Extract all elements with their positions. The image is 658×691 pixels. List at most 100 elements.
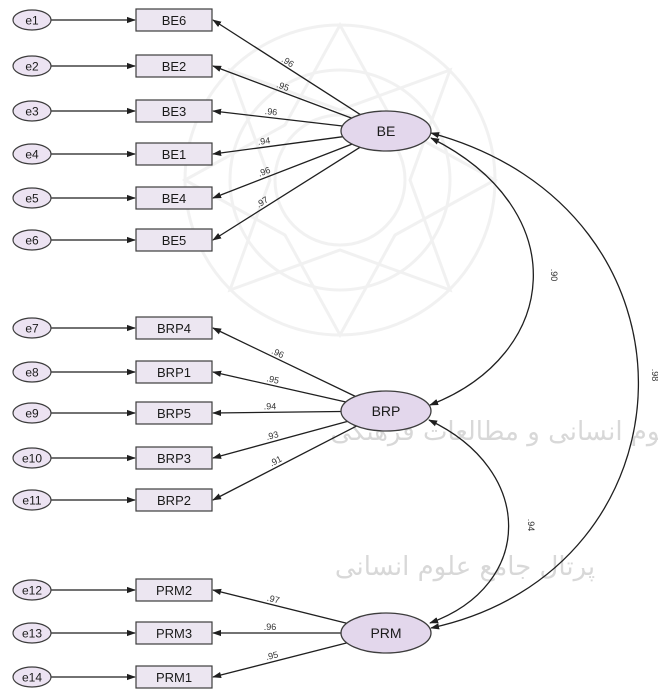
error-node-e8: e8 (12, 361, 52, 383)
indicator-box-brp3: BRP3 (135, 446, 213, 470)
error-node-e14: e14 (12, 666, 52, 688)
indicator-box-be1: BE1 (135, 142, 213, 166)
loading-path-be4 (212, 143, 353, 199)
arrows-layer (51, 16, 639, 681)
indicator-box-brp2: BRP2 (135, 488, 213, 512)
correlation-label-be-brp: .90 (549, 269, 559, 282)
loading-label-brp3: .93 (265, 429, 280, 442)
error-node-e10: e10 (12, 447, 52, 469)
correlation-label-be-prm: .98 (650, 369, 658, 382)
error-label-e9: e9 (25, 407, 39, 421)
error-label-e12: e12 (22, 584, 42, 598)
latent-node-prm: PRM (340, 612, 432, 654)
loading-label-be2: .95 (275, 79, 290, 93)
indicator-label-brp1: BRP1 (157, 365, 191, 380)
error-label-e13: e13 (22, 627, 42, 641)
indicator-box-be3: BE3 (135, 99, 213, 123)
loading-label-be1: .94 (257, 135, 271, 147)
loading-label-prm1: .95 (265, 649, 280, 662)
correlation-path-be-brp (429, 137, 534, 406)
loading-path-brp5 (212, 409, 342, 417)
indicator-box-prm2: PRM2 (135, 578, 213, 602)
correlation-label-brp-prm: .94 (526, 519, 536, 532)
indicator-box-prm1: PRM1 (135, 665, 213, 689)
indicator-label-brp2: BRP2 (157, 493, 191, 508)
indicator-box-brp1: BRP1 (135, 360, 213, 384)
error-label-e11: e11 (22, 494, 41, 508)
indicator-box-be4: BE4 (135, 186, 213, 210)
latent-label-be: BE (377, 123, 396, 139)
watermark-line-2: پرتال جامع علوم انسانی (335, 552, 595, 582)
loading-path-be2 (212, 65, 352, 119)
correlation-path-be-prm (430, 132, 639, 630)
indicator-label-be4: BE4 (162, 191, 187, 206)
watermark: پژوهشگاه علوم انسانی و مطالعات فرهنگی پر… (181, 21, 658, 582)
loading-label-brp2: .91 (268, 454, 284, 469)
indicator-box-brp4: BRP4 (135, 316, 213, 340)
loading-path-brp4 (212, 327, 356, 397)
loading-label-brp1: .95 (266, 373, 280, 385)
correlation-path-brp-prm (428, 419, 510, 624)
indicator-box-brp5: BRP5 (135, 401, 213, 425)
indicator-label-be6: BE6 (162, 13, 187, 28)
error-label-e4: e4 (25, 148, 39, 162)
error-node-e4: e4 (12, 143, 52, 165)
loading-path-prm2 (212, 588, 347, 624)
loading-label-brp4: .96 (270, 346, 286, 360)
indicator-label-be5: BE5 (162, 233, 187, 248)
nodes-layer: .96 e1 BE6 .95 e2 BE2 .96 e3 BE3 .94 e4 BE1 .96 e5 BE4… (12, 8, 658, 689)
error-label-e7: e7 (25, 322, 39, 336)
error-node-e9: e9 (12, 402, 52, 424)
indicator-box-be2: BE2 (135, 54, 213, 78)
latent-node-be: BE (340, 110, 432, 152)
indicator-label-prm3: PRM3 (156, 626, 192, 641)
loading-label-be3: .96 (264, 106, 278, 117)
loading-label-prm3: .96 (264, 622, 277, 632)
loading-path-be6 (212, 19, 361, 116)
loading-path-prm1 (212, 642, 348, 679)
error-label-e8: e8 (25, 366, 39, 380)
latent-node-brp: BRP (340, 390, 432, 432)
loading-label-be4: .96 (256, 165, 271, 179)
indicator-label-brp5: BRP5 (157, 406, 191, 421)
loading-path-be5 (212, 146, 361, 241)
error-node-e13: e13 (12, 622, 52, 644)
watermark-emblem-icon (181, 21, 499, 339)
loading-path-be1 (212, 136, 343, 157)
indicator-label-brp4: BRP4 (157, 321, 191, 336)
indicator-label-be2: BE2 (162, 59, 187, 74)
indicator-label-prm1: PRM1 (156, 670, 192, 685)
indicator-label-prm2: PRM2 (156, 583, 192, 598)
loading-label-be6: .96 (280, 54, 296, 69)
error-label-e2: e2 (25, 60, 39, 74)
latent-label-prm: PRM (370, 625, 401, 641)
indicator-label-be1: BE1 (162, 147, 187, 162)
error-node-e5: e5 (12, 187, 52, 209)
error-node-e2: e2 (12, 55, 52, 77)
error-node-e3: e3 (12, 100, 52, 122)
error-label-e3: e3 (25, 105, 39, 119)
loading-path-brp3 (212, 420, 348, 459)
loading-label-prm2: .97 (266, 593, 281, 606)
loading-path-brp2 (212, 425, 357, 501)
error-label-e14: e14 (22, 671, 42, 685)
indicator-label-brp3: BRP3 (157, 451, 191, 466)
loading-label-be5: .97 (254, 194, 270, 209)
error-label-e10: e10 (22, 452, 42, 466)
error-label-e1: e1 (25, 14, 39, 28)
error-node-e12: e12 (12, 579, 52, 601)
indicator-box-be5: BE5 (135, 228, 213, 252)
error-node-e7: e7 (12, 317, 52, 339)
loading-path-brp1 (212, 370, 346, 403)
loading-label-brp5: .94 (264, 401, 277, 411)
error-node-e1: e1 (12, 9, 52, 31)
error-node-e6: e6 (12, 229, 52, 251)
error-node-e11: e11 (12, 489, 52, 511)
error-label-e6: e6 (25, 234, 39, 248)
indicator-label-be3: BE3 (162, 104, 187, 119)
latent-label-brp: BRP (372, 403, 401, 419)
error-label-e5: e5 (25, 192, 39, 206)
loading-path-be3 (212, 108, 343, 127)
indicator-box-prm3: PRM3 (135, 621, 213, 645)
